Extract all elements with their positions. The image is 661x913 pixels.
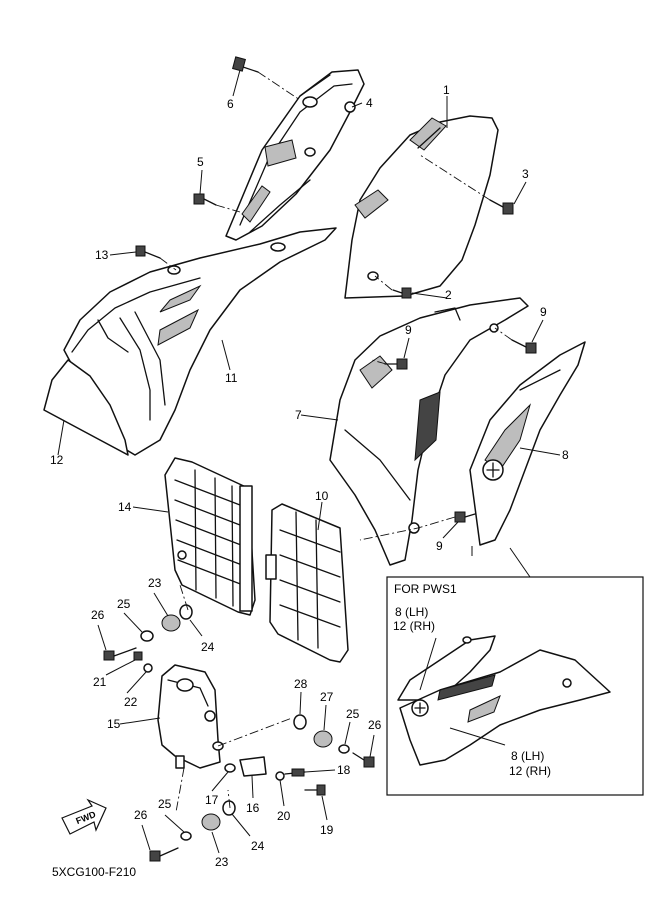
callout-24-b: 24 (251, 839, 265, 853)
callout-19: 19 (320, 823, 334, 837)
part-1-number-plate (344, 115, 499, 299)
callout-8: 8 (562, 448, 569, 462)
callout-13: 13 (95, 248, 109, 262)
fwd-arrow-icon: FWD (61, 798, 107, 835)
callout-23-a: 23 (148, 576, 162, 590)
callout-7: 7 (295, 408, 302, 422)
callout-25-c: 25 (346, 707, 360, 721)
callout-14: 14 (118, 500, 132, 514)
callout-26-a: 26 (91, 608, 105, 622)
callout-18: 18 (337, 763, 351, 777)
part-15-catch-tank (157, 664, 224, 769)
callout-1: 1 (443, 83, 450, 97)
part-4-side-cover-upper (225, 69, 365, 241)
callout-10: 10 (315, 489, 329, 503)
callout-28: 28 (294, 677, 308, 691)
part-11-radiator-shroud (63, 227, 337, 456)
part-14-radiator-guard (164, 457, 256, 616)
callout-24-a: 24 (201, 640, 215, 654)
inset-label-12-top: 12 (RH) (393, 619, 435, 633)
callout-2: 2 (445, 288, 452, 302)
callout-21: 21 (93, 675, 107, 689)
callouts: 1 2 3 4 5 6 7 8 9 9 9 10 11 12 13 14 15 … (50, 83, 569, 879)
callout-20: 20 (277, 809, 291, 823)
inset-label-8-bottom: 8 (LH) (511, 749, 544, 763)
callout-4: 4 (366, 96, 373, 110)
callout-22: 22 (124, 695, 138, 709)
callout-6: 6 (227, 97, 234, 111)
part-12-lower-shroud (43, 359, 129, 456)
callout-15: 15 (107, 717, 121, 731)
inset-title: FOR PWS1 (394, 582, 457, 596)
callout-27: 27 (320, 690, 334, 704)
callout-9-b: 9 (540, 305, 547, 319)
callout-5: 5 (197, 155, 204, 169)
callout-9-c: 9 (436, 539, 443, 553)
callout-25-b: 25 (158, 797, 172, 811)
callout-17: 17 (205, 793, 219, 807)
callout-25-a: 25 (117, 597, 131, 611)
callout-3: 3 (522, 167, 529, 181)
assembly-chain-lines (159, 71, 513, 813)
callout-26-c: 26 (368, 718, 382, 732)
part-10-radiator-guard (265, 503, 349, 663)
part-8-graphic (469, 341, 586, 546)
leader-lines (57, 69, 561, 854)
hardware-bolts (103, 56, 537, 862)
inset-label-12-bottom: 12 (RH) (509, 764, 551, 778)
callout-9-a: 9 (405, 323, 412, 337)
callout-26-b: 26 (134, 808, 148, 822)
callout-16: 16 (246, 801, 260, 815)
inset-pws1 (386, 546, 644, 796)
part-code: 5XCG100-F210 (52, 865, 136, 879)
callout-11: 11 (225, 371, 238, 385)
inset-label-8-top: 8 (LH) (395, 605, 428, 619)
part-7-radiator-shroud-right (329, 297, 529, 566)
callout-12: 12 (50, 453, 64, 467)
callout-23-b: 23 (215, 855, 229, 869)
